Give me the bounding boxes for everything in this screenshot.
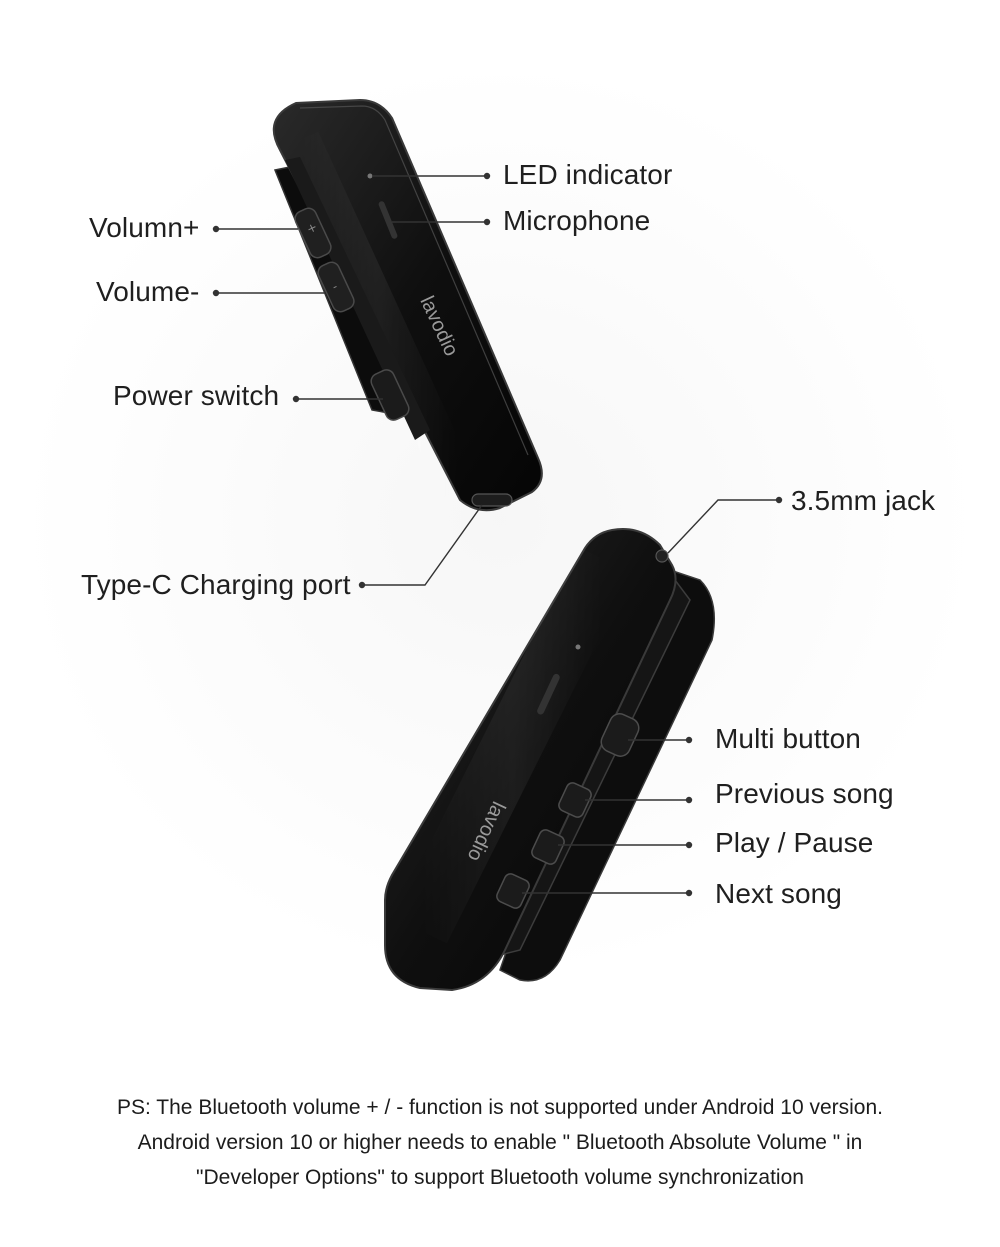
label-jack: 3.5mm jack (791, 485, 936, 516)
footnote-line-1: PS: The Bluetooth volume + / - function … (117, 1096, 883, 1119)
bottom-led-dot (575, 644, 581, 650)
label-power-switch: Power switch (113, 380, 280, 411)
label-play-pause: Play / Pause (715, 827, 874, 858)
top-device: + - lavodio (272, 98, 543, 512)
footnote-line-3: "Developer Options" to support Bluetooth… (196, 1166, 804, 1189)
bottom-device: lavodio (384, 528, 715, 992)
previous-song-button (558, 782, 592, 818)
callout-lines (212, 172, 783, 897)
label-type-c-port: Type-C Charging port (81, 569, 351, 600)
volume-minus-button (317, 261, 355, 313)
microphone-slot (378, 201, 398, 239)
footnote-line-2: Android version 10 or higher needs to en… (137, 1131, 863, 1154)
next-song-button (496, 873, 530, 909)
callout-jack (667, 499, 779, 554)
audio-jack (655, 549, 669, 563)
power-switch (370, 369, 410, 421)
label-volume-plus: Volumn+ (89, 212, 200, 243)
label-volume-minus: Volume- (96, 276, 200, 307)
type-c-port (471, 493, 513, 507)
label-led-indicator: LED indicator (503, 159, 673, 190)
label-previous-song: Previous song (715, 778, 894, 809)
led-indicator-dot (367, 173, 373, 179)
label-microphone: Microphone (503, 205, 651, 236)
multi-button (600, 713, 640, 757)
label-multi-button: Multi button (715, 723, 861, 754)
play-pause-button (531, 829, 565, 865)
bottom-microphone-slot (537, 673, 560, 715)
label-next-song: Next song (715, 878, 842, 909)
callout-type-c (362, 504, 483, 586)
volume-plus-button (294, 207, 332, 259)
svg-text:-: - (330, 279, 340, 294)
